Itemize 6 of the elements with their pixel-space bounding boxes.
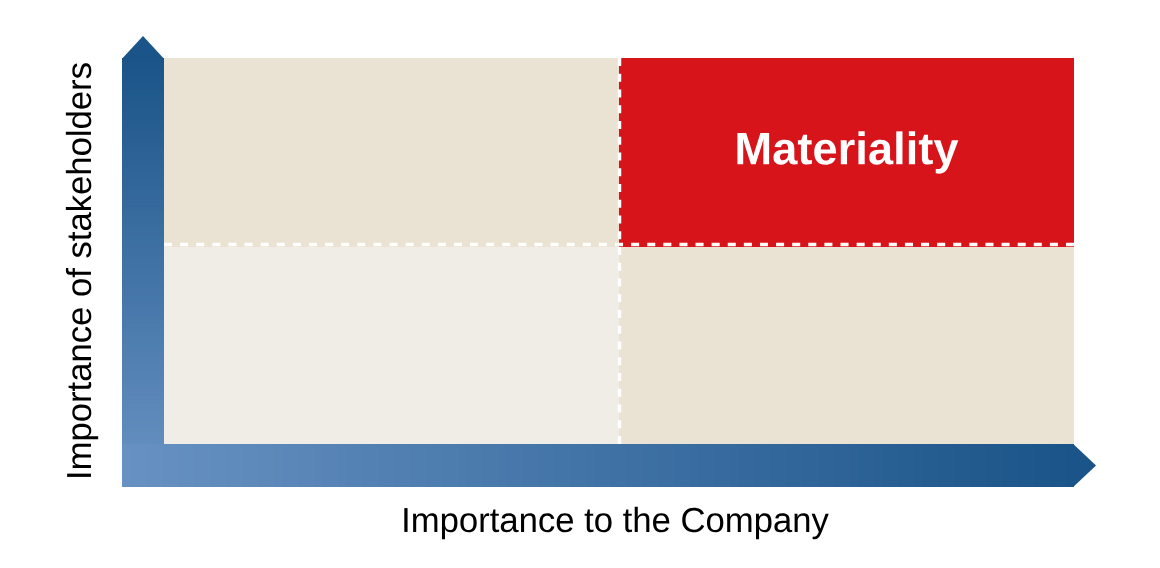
quadrant-box: Materiality: [619, 58, 1074, 247]
quadrant-box: [164, 247, 619, 444]
axis-label: Importance of stakeholders: [65, 63, 99, 477]
axis-label: Importance to the Company: [404, 506, 829, 540]
quadrant-box: [619, 247, 1074, 444]
quadrant-box: [164, 58, 619, 247]
